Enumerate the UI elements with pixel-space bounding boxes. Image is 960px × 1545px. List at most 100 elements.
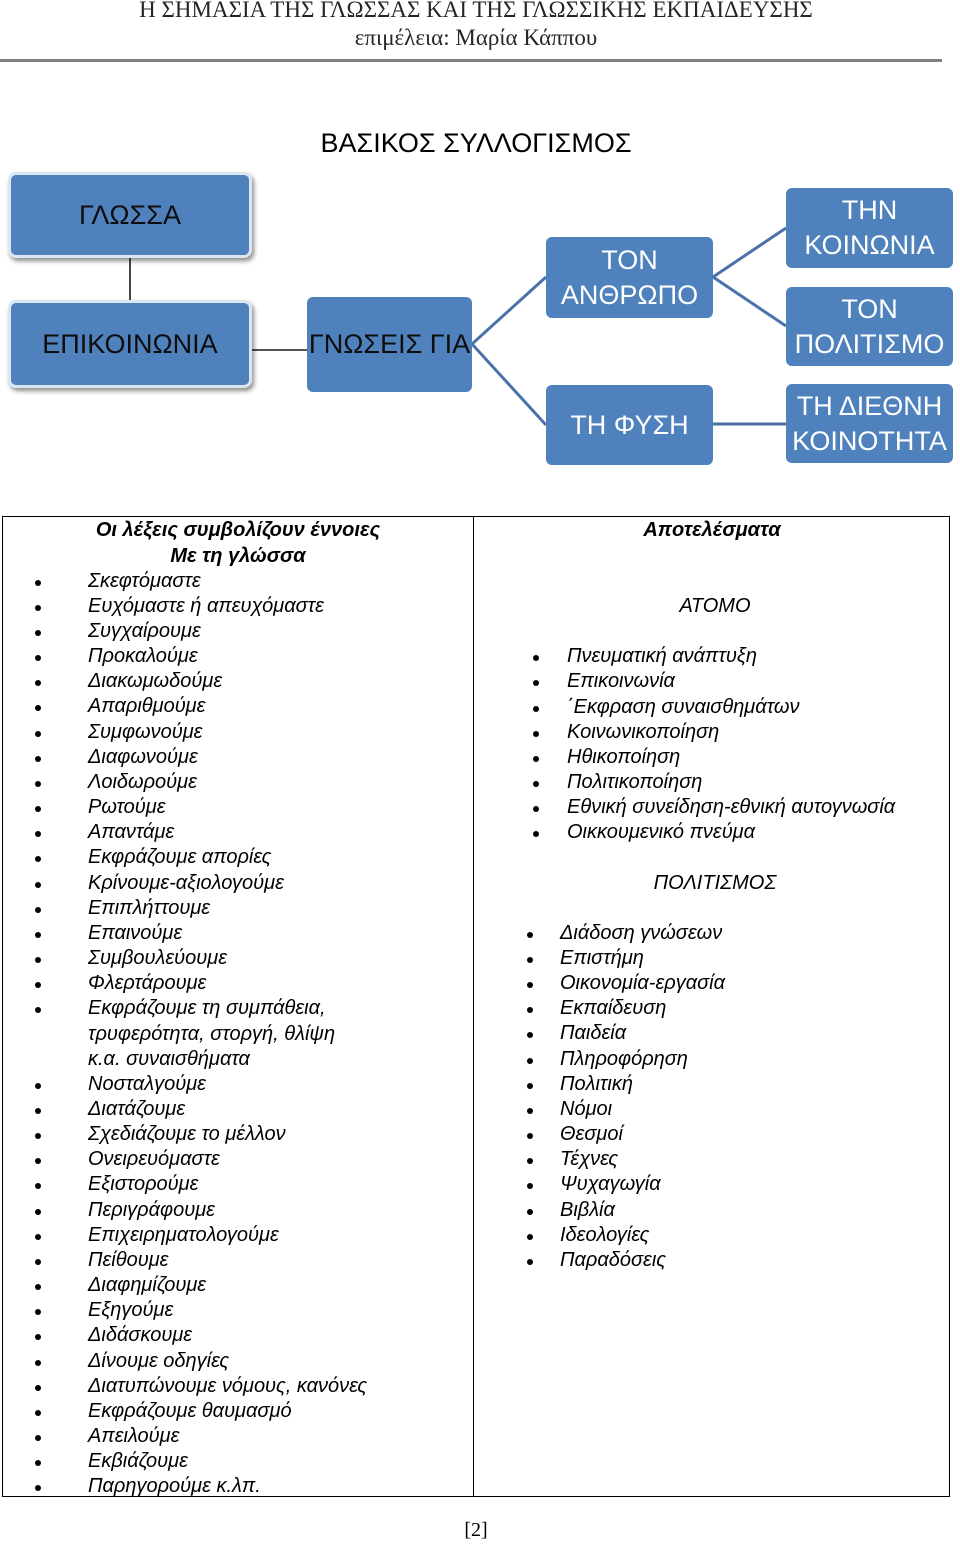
list-item: Επιστήμη	[527, 946, 945, 971]
left-header-line: Με τη γλώσσα	[170, 544, 306, 567]
bullet-icon	[533, 730, 539, 737]
bullet-icon	[527, 1133, 533, 1140]
list-item: Εκβιάζουμε	[35, 1449, 468, 1474]
bullet-icon	[35, 1309, 41, 1316]
list-item-text: Τέχνες	[560, 1148, 619, 1171]
left-column-header: Οι λέξεις συμβολίζουν έννοιες Με τη γλώσ…	[2, 518, 474, 568]
list-item: Πολιτική	[527, 1072, 945, 1097]
list-item-text: Εκπαίδευση	[560, 997, 667, 1020]
bullet-icon	[35, 806, 41, 813]
list-item-text: Οικονομία-εργασία	[560, 972, 726, 995]
bullet-icon	[35, 1435, 41, 1441]
list-item-text: Παραδόσεις	[560, 1248, 667, 1271]
node-label: ΤΗ ΔΙΕΘΝΗ ΚΟΙΝΟΤΗΤΑ	[792, 390, 947, 456]
bullet-icon	[533, 806, 539, 813]
bullet-icon	[35, 655, 41, 662]
node-label: ΤΟΝ ΑΝΘΡΩΠΟ	[560, 244, 699, 310]
node-label: ΓΛΩΣΣΑ	[78, 199, 181, 230]
bullet-icon	[35, 630, 41, 636]
bullet-icon	[35, 931, 41, 938]
connector-gnoseis-fysi	[470, 342, 548, 427]
list-item: Επικοινωνία	[533, 669, 945, 694]
list-item: Πνευματική ανάπτυξη	[533, 644, 945, 669]
connector-anthropo-koinonia	[712, 226, 787, 279]
table-column-divider	[473, 516, 474, 1497]
list-item: Εκφράζουμε τη συμπάθεια, τρυφερότητα, στ…	[35, 996, 353, 1071]
content-table	[2, 516, 950, 1497]
list-item-text: Λοιδωρούμε	[88, 770, 197, 793]
list-item: Πείθουμε	[35, 1248, 468, 1273]
list-item: Απαντάμε	[35, 820, 468, 845]
list-item-text: Διακωμωδούμε	[88, 670, 223, 693]
list-item: Επιπλήττουμε	[35, 896, 468, 921]
list-item-text: Πολιτική	[560, 1072, 633, 1095]
list-item-text: ΄Εκφραση συναισθημάτων	[567, 695, 800, 718]
bullet-icon	[527, 1208, 533, 1215]
node-gnoseis: ΓΝΩΣΕΙΣ ΓΙΑ	[307, 297, 472, 392]
list-item-text: Περιγράφουμε	[88, 1198, 215, 1221]
node-anthropo: ΤΟΝ ΑΝΘΡΩΠΟ	[546, 237, 713, 318]
list-item-text: Επιχειρηματολογούμε	[88, 1223, 279, 1246]
list-item-text: Ηθικοποίηση	[567, 745, 681, 768]
bullet-icon	[533, 705, 539, 712]
node-epikoinonia: ΕΠΙΚΟΙΝΩΝΙΑ	[8, 300, 252, 388]
list-item: ΄Εκφραση συναισθημάτων	[533, 695, 945, 720]
bullet-icon	[533, 831, 539, 838]
list-item: Εξιστορούμε	[35, 1172, 468, 1197]
bullet-icon	[35, 1485, 41, 1492]
bullet-icon	[35, 1284, 41, 1291]
list-item-text: Εκφράζουμε απορίες	[88, 846, 272, 869]
list-item: Συμφωνούμε	[35, 720, 468, 745]
node-label: ΤΗ ΦΥΣΗ	[570, 409, 689, 440]
list-item-text: Απαντάμε	[88, 821, 175, 844]
node-politismo: ΤΟΝ ΠΟΛΙΤΙΣΜΟ	[786, 287, 953, 366]
bullet-icon	[527, 1007, 533, 1014]
list-item-text: Διαφημίζουμε	[88, 1274, 207, 1297]
list-item: Συγχαίρουμε	[35, 619, 468, 644]
list-item: Σχεδιάζουμε το μέλλον	[35, 1122, 468, 1147]
list-item-text: Παρηγορούμε κ.λπ.	[88, 1475, 261, 1498]
list-item: Προκαλούμε	[35, 644, 468, 669]
list-item-text: Σκεφτόμαστε	[88, 569, 201, 592]
list-item-text: Θεσμοί	[560, 1123, 623, 1146]
list-item-text: Ψυχαγωγία	[560, 1173, 661, 1196]
bullet-icon	[35, 705, 41, 712]
bullet-icon	[35, 579, 41, 586]
list-item-text: Φλερτάρουμε	[88, 972, 207, 995]
bullet-icon	[35, 831, 41, 838]
list-item: Οικονομία-εργασία	[527, 971, 945, 996]
list-item: Νόμοι	[527, 1097, 945, 1122]
list-item: Διατυπώνουμε νόμους, κανόνες	[35, 1374, 468, 1399]
list-item: Διαφωνούμε	[35, 745, 468, 770]
bullet-icon	[527, 1082, 533, 1089]
bullet-icon	[35, 1359, 41, 1366]
diagram-title: ΒΑΣΙΚΟΣ ΣΥΛΛΟΓΙΣΜΟΣ	[320, 128, 632, 158]
bullet-icon	[35, 604, 41, 611]
list-item-text: Πληροφόρηση	[560, 1047, 688, 1070]
bullet-icon	[527, 1258, 533, 1265]
list-item-text: Παιδεία	[560, 1022, 627, 1045]
bullet-icon	[35, 1233, 41, 1240]
list-item: Διαφημίζουμε	[35, 1273, 468, 1298]
bullet-icon	[35, 1183, 41, 1190]
list-item-text: Εκφράζουμε τη συμπάθεια, τρυφερότητα, στ…	[88, 997, 336, 1070]
list-item: Βιβλία	[527, 1198, 945, 1223]
list-item: Ευχόμαστε ή απευχόμαστε	[35, 594, 468, 619]
bullet-icon	[35, 1158, 41, 1165]
bullet-icon	[35, 856, 41, 863]
list-item: Συμβουλεύουμε	[35, 946, 468, 971]
list-item-text: Εκβιάζουμε	[88, 1450, 188, 1473]
node-label: ΕΠΙΚΟΙΝΩΝΙΑ	[42, 328, 218, 359]
list-item-text: Απειλούμε	[88, 1425, 180, 1447]
section-title-politismos: ΠΟΛΙΤΙΣΜΟΣ	[653, 871, 777, 894]
header-title: Η ΣΗΜΑΣΙΑ ΤΗΣ ΓΛΩΣΣΑΣ ΚΑΙ ΤΗΣ ΓΛΩΣΣΙΚΗΣ …	[139, 0, 813, 22]
bullet-icon	[527, 1183, 533, 1190]
list-item: Παραδόσεις	[527, 1248, 945, 1273]
list-item: Διακωμωδούμε	[35, 669, 468, 694]
list-item: Λοιδωρούμε	[35, 770, 468, 795]
list-item-text: Σχεδιάζουμε το μέλλον	[88, 1123, 286, 1146]
bullet-icon	[35, 1409, 41, 1416]
list-item: Επαινούμε	[35, 921, 468, 946]
